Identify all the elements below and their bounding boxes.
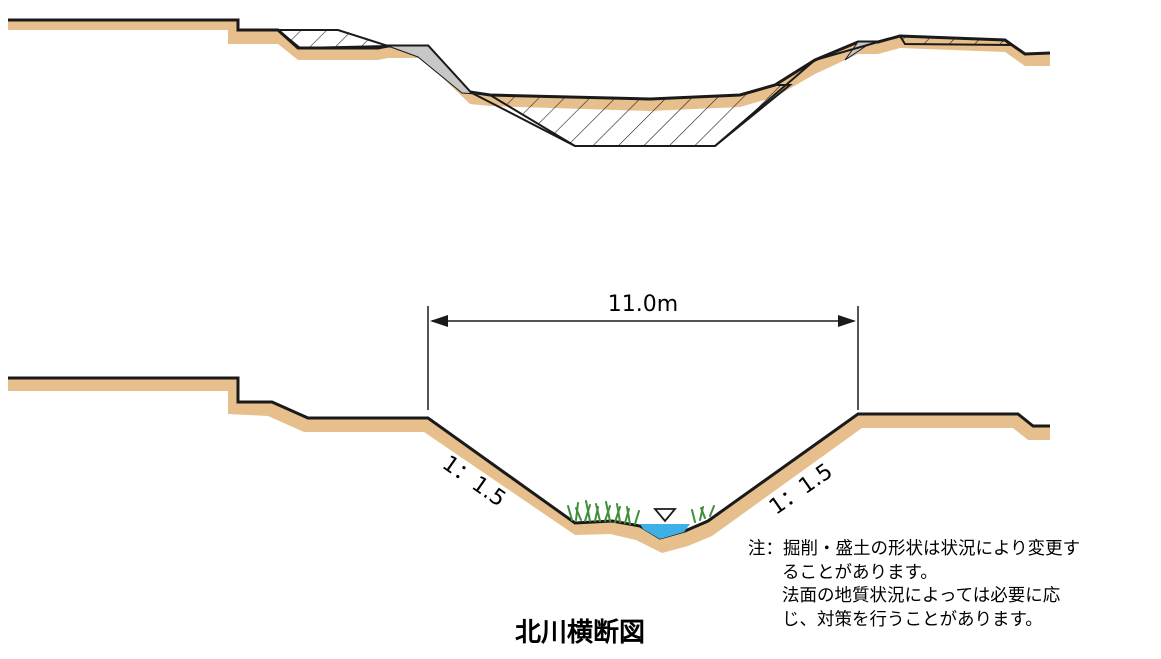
planned-ground-line [8, 376, 1050, 540]
water-surface [640, 524, 690, 539]
dimension-label: 11.0m [608, 292, 678, 317]
existing-section [8, 18, 1051, 147]
excavation-right-bank [898, 34, 1013, 47]
design-line-top [469, 41, 879, 147]
excavation-left-bank [275, 29, 389, 50]
water-level-marker [653, 508, 677, 523]
excavation-channel [486, 84, 793, 147]
grass-left [567, 500, 640, 525]
grass-right [691, 505, 715, 523]
note-line-4: じ、対策を行うことがあります。 [782, 609, 1043, 630]
existing-ground-line [8, 18, 1051, 101]
note-line-2: ることがあります。 [782, 562, 938, 583]
planned-soil-band [8, 378, 1050, 553]
dimension-arrow-right [838, 315, 856, 327]
diagram-title: 北川横断図 [514, 618, 645, 648]
note-text: 注：掘削・盛土の形状は状況により変更す ることがあります。 法面の地質状況によっ… [748, 538, 1158, 632]
planned-section: 11.0m 1：1.5 1：1.5 [8, 292, 1050, 553]
existing-soil-band [8, 20, 1050, 111]
note-line-3: 法面の地質状況によっては必要に応 [782, 586, 1061, 606]
dimension-arrow-left [430, 315, 448, 327]
note-line-1: 注：掘削・盛土の形状は状況により変更す [748, 539, 1081, 559]
